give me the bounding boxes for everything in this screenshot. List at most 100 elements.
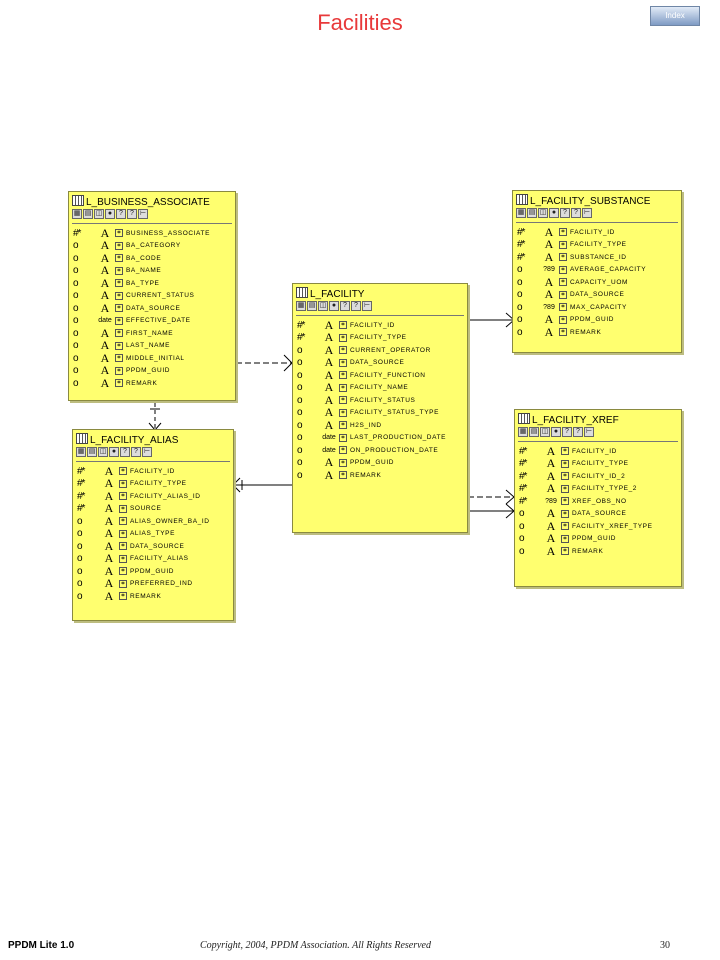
toolbar-arrow-icon[interactable]: ⊢	[362, 301, 372, 311]
toolbar-key-icon[interactable]: ●	[109, 447, 119, 457]
toolbar-help-icon[interactable]: ?	[340, 301, 350, 311]
column-row[interactable]: #*A⌗FACILITY_TYPE	[519, 456, 678, 470]
toolbar-list-icon[interactable]: ▤	[527, 208, 537, 218]
toolbar-key-icon[interactable]: ●	[551, 427, 561, 437]
toolbar-grid-icon[interactable]: ▦	[516, 208, 526, 218]
key-indicator: o	[519, 533, 525, 545]
toolbar-help-icon[interactable]: ?	[560, 208, 570, 218]
column-row[interactable]: o?89⌗MAX_CAPACITY	[517, 301, 678, 314]
toolbar-list-icon[interactable]: ▤	[83, 209, 93, 219]
column-row[interactable]: #*A⌗FACILITY_ID	[519, 444, 678, 458]
toolbar-list-icon[interactable]: ▤	[307, 301, 317, 311]
toolbar-help-icon[interactable]: ?	[116, 209, 126, 219]
toolbar-key-icon[interactable]: ●	[329, 301, 339, 311]
toolbar-grid-icon[interactable]: ▦	[76, 447, 86, 457]
toolbar-grid-icon[interactable]: ▦	[72, 209, 82, 219]
toolbar-arrow-icon[interactable]: ⊢	[582, 208, 592, 218]
key-indicator: #*	[519, 470, 527, 482]
toolbar-list-icon[interactable]: ▤	[87, 447, 97, 457]
toolbar-link-icon[interactable]: ◫	[98, 447, 108, 457]
toolbar-arrow-icon[interactable]: ⊢	[142, 447, 152, 457]
toolbar-grid-icon[interactable]: ▦	[296, 301, 306, 311]
toolbar-help-icon[interactable]: ?	[571, 208, 581, 218]
column-row[interactable]: #*A⌗BUSINESS_ASSOCIATE	[73, 226, 232, 240]
column-row[interactable]: #*A⌗FACILITY_ID	[517, 225, 678, 239]
datatype-icon: date	[322, 446, 336, 454]
toolbar-key-icon[interactable]: ●	[549, 208, 559, 218]
column-row[interactable]: #*A⌗SOURCE	[77, 501, 230, 515]
column-row[interactable]: #*A⌗FACILITY_ID_2	[519, 469, 678, 483]
toolbar-key-icon[interactable]: ●	[105, 209, 115, 219]
column-row[interactable]: #*A⌗FACILITY_ALIAS_ID	[77, 489, 230, 503]
toolbar-grid-icon[interactable]: ▦	[518, 427, 528, 437]
toolbar-help-icon[interactable]: ?	[127, 209, 137, 219]
column-row[interactable]: #*A⌗FACILITY_ID	[297, 318, 464, 332]
column-row[interactable]: #*A⌗FACILITY_TYPE	[77, 476, 230, 490]
toolbar-help-icon[interactable]: ?	[351, 301, 361, 311]
column-row[interactable]: #*A⌗FACILITY_TYPE	[517, 237, 678, 251]
entity-facility-alias[interactable]: L_FACILITY_ALIAS▦▤◫●??⊢#*A⌗FACILITY_ID#*…	[72, 429, 234, 621]
column-row[interactable]: o?89⌗AVERAGE_CAPACITY	[517, 264, 678, 277]
entity-facility[interactable]: L_FACILITY▦▤◫●??⊢#*A⌗FACILITY_ID#*A⌗FACI…	[292, 283, 468, 533]
datatype-icon: ?89	[543, 303, 555, 311]
entity-facility-xref[interactable]: L_FACILITY_XREF▦▤◫●??⊢#*A⌗FACILITY_ID#*A…	[514, 409, 682, 587]
toolbar-link-icon[interactable]: ◫	[94, 209, 104, 219]
column-row[interactable]: #*A⌗FACILITY_TYPE	[297, 330, 464, 344]
toolbar-arrow-icon[interactable]: ⊢	[584, 427, 594, 437]
toolbar-list-icon[interactable]: ▤	[529, 427, 539, 437]
index-button[interactable]: Index	[650, 6, 700, 26]
toolbar-help-icon[interactable]: ?	[573, 427, 583, 437]
column-row[interactable]: #*A⌗FACILITY_TYPE_2	[519, 481, 678, 495]
toolbar-help-icon[interactable]: ?	[131, 447, 141, 457]
toolbar-help-icon[interactable]: ?	[120, 447, 130, 457]
toolbar-help-icon[interactable]: ?	[562, 427, 572, 437]
column-row[interactable]: #*A⌗FACILITY_ID	[77, 464, 230, 478]
toolbar-link-icon[interactable]: ◫	[318, 301, 328, 311]
toolbar-link-icon[interactable]: ◫	[538, 208, 548, 218]
entity-business-associate[interactable]: L_BUSINESS_ASSOCIATE▦▤◫●??⊢#*A⌗BUSINESS_…	[68, 191, 236, 401]
toolbar-link-icon[interactable]: ◫	[540, 427, 550, 437]
toolbar-arrow-icon[interactable]: ⊢	[138, 209, 148, 219]
column-row[interactable]: #*?89⌗XREF_OBS_NO	[519, 495, 678, 508]
column-row[interactable]: #*A⌗SUBSTANCE_ID	[517, 250, 678, 264]
entity-facility-substance[interactable]: L_FACILITY_SUBSTANCE▦▤◫●??⊢#*A⌗FACILITY_…	[512, 190, 682, 353]
